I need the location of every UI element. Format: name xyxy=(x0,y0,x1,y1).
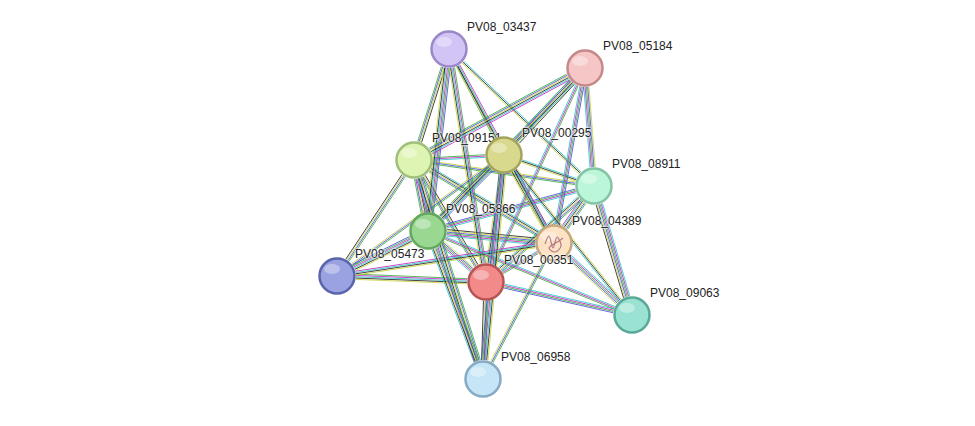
interaction-edge xyxy=(504,284,614,312)
evidence-line xyxy=(557,87,581,225)
evidence-line xyxy=(445,239,614,309)
evidence-line xyxy=(442,83,573,219)
protein-label: PV08_00295 xyxy=(522,126,591,140)
evidence-line xyxy=(439,80,570,216)
node-disc xyxy=(320,259,355,294)
protein-node: PV08_06958 xyxy=(464,360,502,398)
node-circle xyxy=(575,167,613,205)
protein-node: PV08_08911 xyxy=(575,167,613,205)
protein-label: PV08_05473 xyxy=(355,247,424,261)
evidence-line xyxy=(447,235,535,243)
evidence-line xyxy=(446,238,615,308)
evidence-line xyxy=(455,67,486,262)
evidence-line xyxy=(446,237,615,307)
protein-node: PV08_09063 xyxy=(613,296,651,334)
interaction-edge xyxy=(445,237,615,309)
node-highlight xyxy=(324,264,340,274)
node-disc xyxy=(577,169,612,204)
interaction-edge xyxy=(566,254,620,304)
protein-node: PV08_03437 xyxy=(430,30,468,68)
evidence-line xyxy=(432,250,474,362)
node-circle xyxy=(566,49,604,87)
protein-label: PV08_08911 xyxy=(612,157,681,171)
protein-label: PV08_06958 xyxy=(501,350,570,364)
evidence-line xyxy=(435,249,477,361)
evidence-line xyxy=(567,257,617,303)
node-highlight xyxy=(436,37,452,47)
node-highlight xyxy=(473,270,489,280)
node-disc xyxy=(568,51,603,86)
protein-label: PV08_04389 xyxy=(572,214,641,228)
interaction-edge xyxy=(432,248,479,362)
protein-label: PV08_03437 xyxy=(467,20,536,34)
evidence-line xyxy=(495,86,578,266)
node-disc xyxy=(615,298,650,333)
node-circle xyxy=(318,257,356,295)
protein-node: PV08_09151 xyxy=(395,141,433,179)
evidence-line xyxy=(453,68,484,263)
interaction-edge xyxy=(433,155,485,160)
node-disc xyxy=(466,362,501,397)
node-highlight xyxy=(470,367,486,377)
node-disc xyxy=(432,32,467,67)
evidence-line xyxy=(440,81,571,217)
evidence-line xyxy=(459,65,546,226)
node-circle xyxy=(485,136,523,174)
node-highlight xyxy=(619,303,635,313)
evidence-line xyxy=(555,86,579,224)
evidence-line xyxy=(558,87,582,225)
node-circle xyxy=(430,30,468,68)
evidence-line xyxy=(433,249,475,361)
node-disc xyxy=(487,138,522,173)
protein-label: PV08_05184 xyxy=(603,39,672,53)
protein-node: PV08_00295 xyxy=(485,136,523,174)
evidence-line xyxy=(568,256,618,302)
evidence-line xyxy=(443,83,574,219)
node-disc xyxy=(411,214,446,249)
node-disc xyxy=(469,265,504,300)
evidence-line xyxy=(433,157,485,160)
evidence-line xyxy=(569,255,619,301)
interaction-edge xyxy=(449,67,485,263)
protein-node: PV08_05866 xyxy=(409,212,447,250)
interaction-edge xyxy=(555,86,583,224)
evidence-line xyxy=(436,248,478,360)
evidence-line xyxy=(570,254,620,300)
node-disc xyxy=(397,143,432,178)
evidence-line xyxy=(441,82,572,218)
node-highlight xyxy=(401,148,417,158)
evidence-line xyxy=(517,169,621,299)
protein-node: PV08_00351 xyxy=(467,263,505,301)
interaction-edge xyxy=(439,80,573,219)
node-circle xyxy=(409,212,447,250)
node-highlight xyxy=(415,219,431,229)
protein-label: PV08_00351 xyxy=(504,253,573,267)
protein-label: PV08_09063 xyxy=(650,286,719,300)
structure-icon xyxy=(545,236,563,252)
evidence-line xyxy=(437,248,479,360)
node-highlight xyxy=(572,56,588,66)
node-circle xyxy=(464,360,502,398)
protein-label: PV08_05866 xyxy=(446,202,515,216)
node-circle xyxy=(613,296,651,334)
evidence-line xyxy=(559,87,583,225)
evidence-line xyxy=(452,68,483,263)
protein-node: PV08_05184 xyxy=(566,49,604,87)
node-circle xyxy=(467,263,505,301)
node-highlight xyxy=(581,174,597,184)
protein-node: PV08_05473 xyxy=(318,257,356,295)
node-circle xyxy=(395,141,433,179)
node-highlight xyxy=(491,143,507,153)
